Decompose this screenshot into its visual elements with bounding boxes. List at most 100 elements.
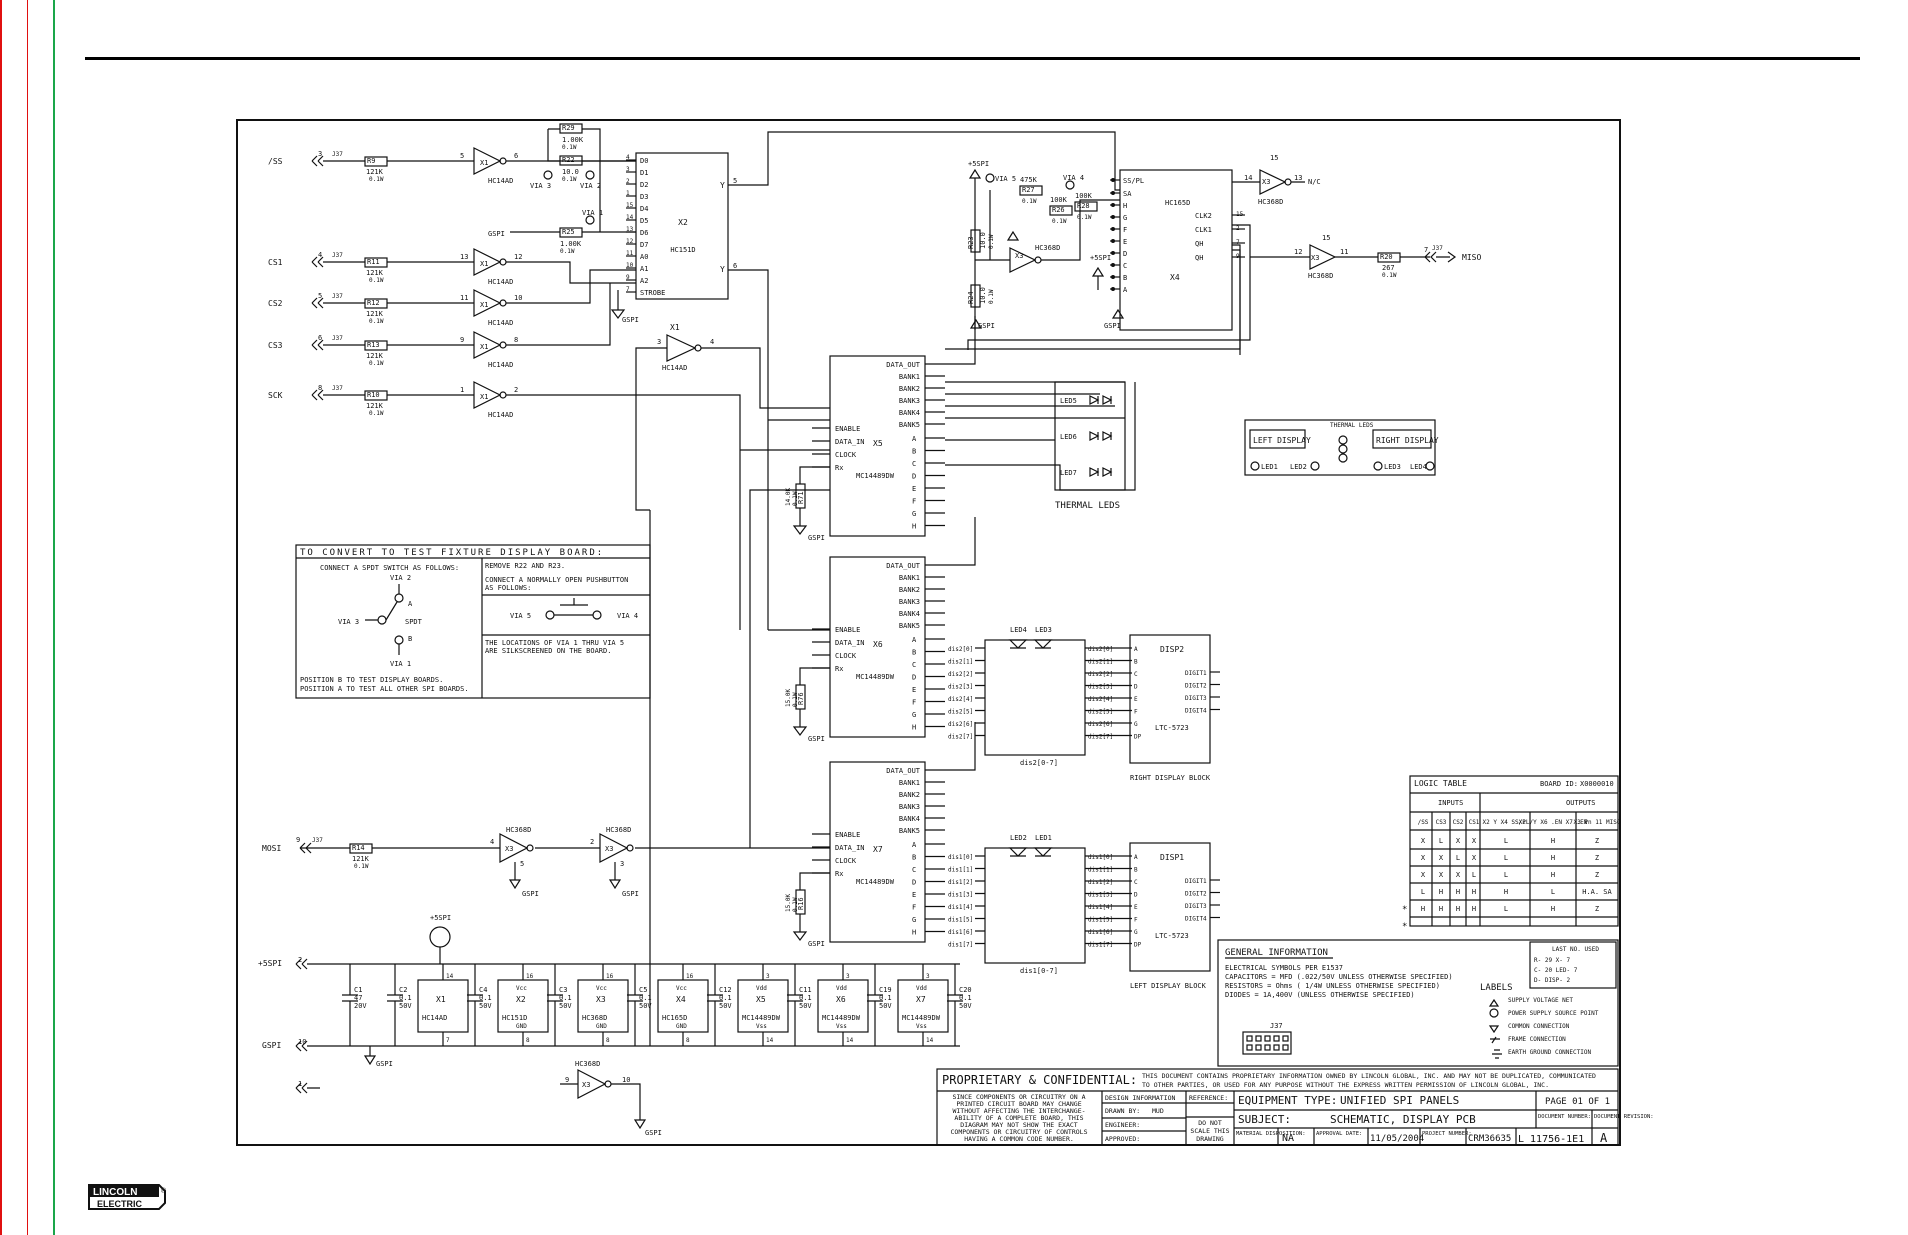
- input-conn-4: J37: [332, 385, 343, 392]
- logic-cell-3-0: L: [1421, 888, 1425, 896]
- convert-instructions: TO CONVERT TO TEST FIXTURE DISPLAY BOARD…: [295, 544, 651, 699]
- driver-right-2-1: B: [912, 854, 916, 862]
- miso-pin12: 12: [1294, 248, 1302, 256]
- driver-right-1-1: B: [912, 649, 916, 657]
- convert-via3: VIA 3: [338, 618, 359, 626]
- driver-right-2-5: F: [912, 904, 916, 912]
- gen-labels: LABELS: [1480, 983, 1513, 993]
- logic-cell-3-6: H.A. SA: [1582, 888, 1612, 896]
- input-pin-2: 5: [318, 292, 322, 300]
- tb-material-val: NA: [1282, 1133, 1294, 1144]
- right_display-seg-5: F: [1134, 709, 1138, 716]
- driver-part-2: MC14489DW: [856, 878, 895, 886]
- input-net-3: CS3: [268, 341, 283, 350]
- left_display-seg-6: G: [1134, 929, 1138, 936]
- gspi-x2: GSPI: [488, 230, 505, 238]
- x4-rpin-0: CLK2: [1195, 212, 1212, 220]
- logic-board-val: X0000010: [1580, 780, 1614, 788]
- convert-right2: CONNECT A NORMALLY OPEN PUSHBUTTON: [485, 576, 628, 584]
- ic-ref-6: X7: [916, 995, 926, 1004]
- convert-right3: AS FOLLOWS:: [485, 584, 531, 592]
- x4-pin-8: B: [1123, 274, 1127, 282]
- logic-cell-4-3: H: [1472, 905, 1476, 913]
- x2-pin-num-9: 10: [626, 262, 634, 269]
- driver-left-2-0: ENABLE: [835, 831, 860, 839]
- driver-rx-val-1: 15.0K: [785, 689, 792, 707]
- driver-gnd-0: GSPI: [808, 534, 825, 542]
- cap-ref-3: C3: [559, 986, 567, 994]
- mosi-ic-b: HC368D: [606, 826, 631, 834]
- logic-cell-3-3: H: [1472, 888, 1476, 896]
- wire: [473, 147, 502, 175]
- wire: [473, 381, 502, 409]
- left_display-net-l-5: dis1[5]: [948, 917, 973, 924]
- convert-spdt: SPDT: [405, 618, 423, 626]
- drawing-frame: [236, 119, 1621, 1146]
- tb-drawn: DRAWN BY:: [1105, 1107, 1140, 1115]
- driver-right-2-6: G: [912, 916, 916, 924]
- mosi-x3a: X3: [505, 845, 513, 853]
- input-net-1: CS1: [268, 258, 283, 267]
- input-res-val-0: 121K: [366, 168, 384, 176]
- ic-ref-0: X1: [436, 995, 446, 1004]
- cap-val-1: 0.1: [399, 994, 412, 1002]
- driver-top-1-5: BANK5: [899, 622, 920, 630]
- ic-part-0: HC14AD: [422, 1014, 447, 1022]
- x2-out-ybar: Y: [720, 265, 725, 274]
- driver-top-2-1: BANK1: [899, 779, 920, 787]
- wire: [792, 466, 830, 535]
- logic-col-4: X2 Y X4 SS/PL: [1483, 819, 1530, 826]
- driver-top-0-3: BANK3: [899, 397, 920, 405]
- gen-conn: J37: [1270, 1022, 1283, 1030]
- inverter-bubble-0: [499, 157, 507, 165]
- wire: [1089, 431, 1113, 441]
- thermal-led-1: LED6: [1060, 433, 1077, 441]
- x4-pin-dot-3: [1111, 215, 1115, 219]
- wire: [311, 339, 520, 351]
- ic-top-4: 3: [766, 973, 770, 980]
- via2-label: VIA 2: [580, 182, 601, 190]
- logic-cell-2-0: X: [1421, 871, 1426, 879]
- driver-top-1-2: BANK2: [899, 586, 920, 594]
- x4-res-pw-2: 0.1W: [1077, 214, 1092, 221]
- mosi-res-pw: 0.1W: [354, 863, 369, 870]
- wire: [342, 964, 358, 1046]
- driver-rx-ref-2: R16: [797, 897, 805, 910]
- convert-pos1: POSITION B TO TEST DISPLAY BOARDS.: [300, 676, 443, 684]
- miso-x3a: X3: [1262, 178, 1270, 186]
- x2-part: HC151D: [670, 246, 695, 254]
- mosi-x3b: X3: [605, 845, 613, 853]
- gspi-x2-strobe: GSPI: [622, 316, 639, 324]
- ic-body-0: [417, 979, 469, 1033]
- x4-rpin-2: QH: [1195, 240, 1203, 248]
- driver-right-0-3: D: [912, 473, 916, 481]
- logic-col-0: /SS: [1418, 819, 1429, 826]
- left_display-seg-5: F: [1134, 917, 1138, 924]
- r22-val: 10.0: [562, 168, 579, 176]
- inverter-bubble-4: [499, 391, 507, 399]
- tb-dns1: DO NOT: [1198, 1119, 1222, 1127]
- power-decoupling: +5SPI 2 GSPI 10 1 +5SPI GSPI C14720VC20.…: [258, 914, 972, 1094]
- driver-ref-0: X5: [873, 439, 883, 448]
- driver-top-2-3: BANK3: [899, 803, 920, 811]
- driver-body-2: [829, 761, 926, 943]
- logic-cell-0-4: L: [1504, 837, 1508, 845]
- x4-pin-6: D: [1123, 250, 1127, 258]
- input-gate-in-4: 1: [460, 386, 464, 394]
- cap-val-0: 47: [354, 994, 362, 1002]
- convert-title: TO CONVERT TO TEST FIXTURE DISPLAY BOARD…: [300, 548, 604, 558]
- ic-top-2: 16: [606, 973, 614, 980]
- driver-right-1-7: H: [912, 724, 916, 732]
- input-ic-4: HC14AD: [488, 411, 513, 419]
- driver-right-1-3: D: [912, 674, 916, 682]
- logic-cell-1-1: X: [1439, 854, 1444, 862]
- tb-project: PROJECT NUMBER:: [1422, 1131, 1472, 1137]
- legend-led3: LED3: [1384, 463, 1401, 471]
- right_display-led-0: LED4: [1010, 626, 1027, 634]
- cap-val-6: 0.1: [799, 994, 812, 1002]
- x4-pin-dot-7: [1111, 263, 1115, 267]
- input-resistor-2: [364, 298, 388, 309]
- convert-via5: VIA 5: [510, 612, 531, 620]
- tb-reference: REFERENCE:: [1189, 1094, 1228, 1102]
